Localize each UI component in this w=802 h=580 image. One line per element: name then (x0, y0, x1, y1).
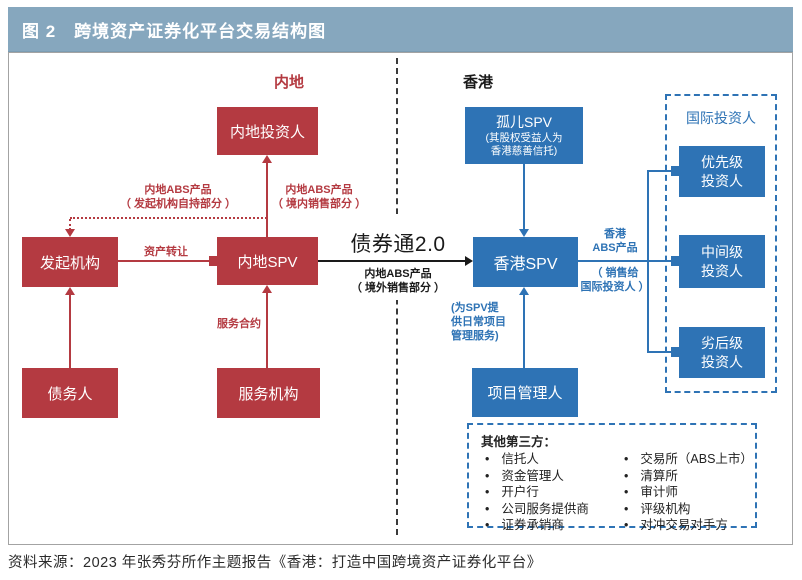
node-hk-spv-label: 香港SPV (493, 256, 558, 273)
arrow-pm-hkspv-head (519, 287, 529, 295)
arrow-self-held-hline (70, 217, 267, 219)
label-self-held: 内地ABS产品 （ 发起机构自持部分 ） (119, 184, 237, 210)
branch-senior-head (671, 166, 679, 176)
node-mainland-investor-label: 内地投资人 (229, 123, 305, 141)
node-debtor: 债务人 (22, 368, 118, 418)
node-project-manager: 项目管理人 (472, 368, 578, 417)
arrow-service-spv-line (266, 292, 268, 368)
arrow-bond-connect-head (465, 256, 473, 266)
third-parties-right-column: 交易所（ABS上市） 清算所 审计师 评级机构 对冲交易对手方 (624, 451, 753, 534)
third-parties-columns: 信托人 资金管理人 开户行 公司服务提供商 证券承销商 交易所（ABS上市） 清… (481, 451, 755, 534)
node-orphan-spv-title: 孤儿SPV (495, 113, 552, 130)
third-party-item: 对冲交易对手方 (624, 517, 753, 534)
third-parties-title: 其他第三方： (481, 435, 557, 449)
node-mainland-spv-label: 内地SPV (237, 253, 298, 271)
label-domestic-sale: 内地ABS产品 （ 境内销售部分 ） (272, 184, 367, 210)
node-originator-label: 发起机构 (39, 254, 100, 272)
third-party-item: 信托人 (485, 451, 624, 468)
label-asset-transfer: 资产转让 (144, 246, 188, 258)
arrow-self-held-head (65, 229, 75, 237)
intl-investor-group: 国际投资人 (665, 94, 777, 393)
node-junior-investor-label: 劣后级 投资人 (701, 334, 743, 370)
arrow-asset-transfer-line (118, 260, 210, 262)
arrow-orphan-hkspv-line (523, 163, 525, 230)
branch-senior-line (648, 170, 672, 172)
branch-junior-head (671, 347, 679, 357)
node-orphan-spv: 孤儿SPV (其股权受益人为 香港慈善信托) (465, 107, 583, 164)
third-party-item: 清算所 (624, 468, 753, 485)
third-party-item: 审计师 (624, 484, 753, 501)
node-hk-spv: 香港SPV (473, 237, 578, 287)
figure-header: 图 2 跨境资产证券化平台交易结构图 (8, 7, 793, 52)
branch-mezzanine-head (671, 256, 679, 266)
node-project-manager-label: 项目管理人 (487, 385, 563, 402)
node-junior-investor: 劣后级 投资人 (679, 327, 765, 378)
arrow-self-held-vline (69, 219, 71, 230)
node-mezzanine-investor-label: 中间级 投资人 (701, 243, 743, 279)
branch-junior-line (648, 351, 672, 353)
label-bond-connect: 债券通2.0 (350, 233, 446, 256)
third-party-item: 评级机构 (624, 501, 753, 518)
branch-hkspv-out-line (578, 260, 648, 262)
arrow-debtor-originator-line (69, 294, 71, 368)
node-originator: 发起机构 (22, 237, 118, 287)
third-party-item: 开户行 (485, 484, 624, 501)
node-mezzanine-investor: 中间级 投资人 (679, 235, 765, 288)
arrow-bond-connect-line (318, 260, 466, 262)
third-parties-box: 其他第三方： 信托人 资金管理人 开户行 公司服务提供商 证券承销商 交易所（A… (467, 423, 757, 532)
source-line: 资料来源：2023 年张秀芬所作主题报告《香港：打造中国跨境资产证券化平台》 (8, 555, 542, 571)
node-debtor-label: 债务人 (47, 385, 93, 403)
node-service-agency-label: 服务机构 (238, 385, 299, 403)
node-senior-investor-label: 优先级 投资人 (701, 153, 743, 189)
third-party-item: 资金管理人 (485, 468, 624, 485)
third-party-item: 证券承销商 (485, 517, 624, 534)
figure-title: 图 2 跨境资产证券化平台交易结构图 (22, 21, 327, 41)
intl-investor-group-label: 国际投资人 (686, 110, 756, 126)
arrow-domestic-sale-head (262, 155, 272, 163)
node-senior-investor: 优先级 投资人 (679, 146, 765, 197)
node-mainland-investor: 内地投资人 (217, 107, 318, 155)
arrow-orphan-hkspv-head (519, 229, 529, 237)
arrow-pm-hkspv-line (523, 294, 525, 368)
label-pm-service: (为SPV提 供日常项目 管理服务) (451, 302, 506, 342)
label-service-contract: 服务合约 (217, 318, 261, 330)
arrow-domestic-sale-line (266, 162, 268, 237)
label-hk-abs-bottom: （ 销售给 国际投资人 ） (580, 267, 650, 293)
third-party-item: 公司服务提供商 (485, 501, 624, 518)
label-offshore-sale: 内地ABS产品 （ 境外销售部分 ） (350, 268, 446, 294)
region-label-mainland: 内地 (273, 74, 304, 91)
third-parties-left-column: 信托人 资金管理人 开户行 公司服务提供商 证券承销商 (481, 451, 624, 534)
arrow-asset-transfer-head (209, 256, 217, 266)
label-hk-abs-top: 香港 ABS产品 (592, 228, 638, 254)
node-mainland-spv: 内地SPV (217, 237, 318, 285)
node-orphan-spv-note: (其股权受益人为 香港慈善信托) (485, 131, 563, 157)
third-party-item: 交易所（ABS上市） (624, 451, 753, 468)
branch-mezzanine-line (648, 260, 672, 262)
arrow-service-spv-head (262, 285, 272, 293)
region-label-hongkong: 香港 (462, 74, 493, 91)
arrow-debtor-originator-head (65, 287, 75, 295)
divider-mask (334, 214, 462, 300)
node-service-agency: 服务机构 (217, 368, 320, 418)
